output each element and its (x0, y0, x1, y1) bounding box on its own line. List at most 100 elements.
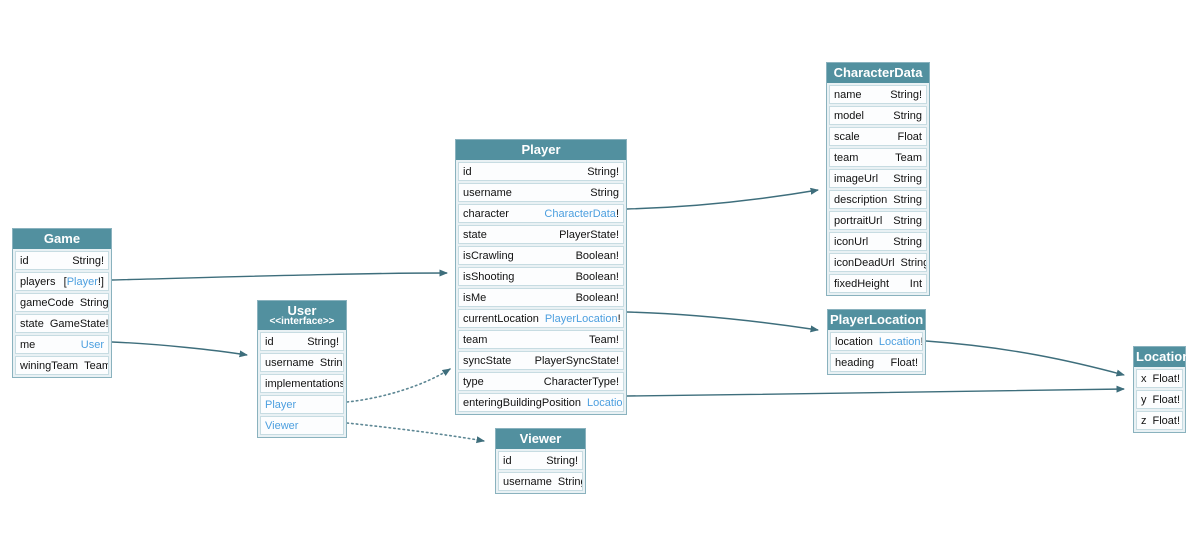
field-type: CharacterData! (544, 207, 619, 220)
field-name: team (463, 333, 488, 346)
field-type: Boolean! (575, 291, 619, 304)
section-label: implementations (265, 377, 344, 390)
field-name: syncState (463, 354, 512, 367)
field-name: description (834, 193, 888, 206)
field-name: z (1141, 414, 1147, 427)
node-header-location[interactable]: Location (1134, 347, 1191, 367)
type-link-location[interactable]: Location (587, 396, 623, 409)
field-type: String (893, 109, 922, 122)
playerlocation-location-to-location (925, 340, 1125, 377)
node-subtitle: <<interface>> (269, 316, 335, 327)
field-currentlocation: currentLocation PlayerLocation! (458, 309, 624, 328)
field-name: username (503, 475, 552, 488)
node-header-characterdata[interactable]: CharacterData (827, 63, 929, 83)
field-type: String (893, 235, 922, 248)
field-type: PlayerSyncState! (534, 354, 619, 367)
field-id: id String! (498, 451, 583, 470)
field-type: String (900, 256, 927, 269)
field-name: state (20, 317, 44, 330)
field-description: description String (829, 190, 927, 209)
field-character: character CharacterData! (458, 204, 624, 223)
field-name: isShooting (463, 270, 515, 283)
type-link-location[interactable]: Location (878, 335, 921, 348)
field-name: isCrawling (463, 249, 514, 262)
node-title: PlayerLocation (830, 312, 924, 327)
field-type: GameState! (49, 317, 109, 330)
field-players: players[Player!] (15, 272, 109, 291)
field-type: String! (307, 335, 339, 348)
field-type: String! (72, 254, 104, 267)
node-header-player[interactable]: Player (456, 140, 626, 160)
field-name: enteringBuildingPosition (463, 396, 582, 409)
field-name: id (20, 254, 29, 267)
type-link-player[interactable]: Player (265, 398, 297, 411)
field-name: team (834, 151, 859, 164)
type-link-user[interactable]: User (80, 338, 104, 351)
node-playerlocation: PlayerLocationlocationLocation!headingFl… (827, 309, 926, 375)
field-name: character (463, 207, 509, 220)
type-link-characterdata[interactable]: CharacterData (544, 207, 616, 220)
game-me-to-user (111, 341, 248, 358)
player-currentlocation-to-playerlocation (626, 311, 819, 333)
field-name: id (265, 335, 274, 348)
user-implementation-player (346, 368, 451, 403)
field-type: Location (587, 396, 623, 409)
field-username: username String (498, 472, 583, 491)
field-type: String! (79, 296, 109, 309)
field-type: String (557, 475, 582, 488)
field-name: players (20, 275, 56, 288)
node-user: User<<interface>> id String! usernameString… (257, 300, 347, 438)
node-viewer: Viewer id String! username String (495, 428, 586, 494)
field-type: String (590, 186, 619, 199)
node-header-game[interactable]: Game (13, 229, 111, 249)
field-isshooting: isShooting Boolean! (458, 267, 624, 286)
type-link-player[interactable]: Player (66, 275, 98, 288)
field-enteringbuildingposition: enteringBuildingPosition Location (458, 393, 624, 412)
type-link-viewer[interactable]: Viewer (265, 419, 299, 432)
field-type: String (893, 214, 922, 227)
node-title: Location (1136, 349, 1191, 364)
field-syncstate: syncState PlayerSyncState! (458, 351, 624, 370)
node-header-viewer[interactable]: Viewer (496, 429, 585, 449)
field-name: me (20, 338, 36, 351)
field-type: PlayerLocation! (544, 312, 621, 325)
field-type: User (81, 339, 104, 351)
field-state: state GameState! (15, 314, 109, 333)
field-name: location (835, 335, 873, 348)
field-type: String (893, 193, 922, 206)
field-type: Team (84, 359, 109, 372)
field-name: id (503, 454, 512, 467)
field-id: id String! (260, 332, 344, 351)
field-name: currentLocation (463, 312, 539, 325)
field-name: id (463, 165, 472, 178)
node-header-user[interactable]: User<<interface>> (258, 301, 346, 330)
field-me: me User (15, 335, 109, 354)
field-id: id String! (15, 251, 109, 270)
type-link-playerlocation[interactable]: PlayerLocation (544, 312, 618, 325)
field-name: state (463, 228, 487, 241)
field-type: Float! (1152, 372, 1181, 385)
field-type: Boolean! (575, 270, 619, 283)
node-header-playerlocation[interactable]: PlayerLocation (828, 310, 925, 330)
player-character-to-characterdata (626, 187, 819, 210)
node-title: Viewer (519, 431, 562, 446)
field-type: String! (546, 454, 578, 467)
